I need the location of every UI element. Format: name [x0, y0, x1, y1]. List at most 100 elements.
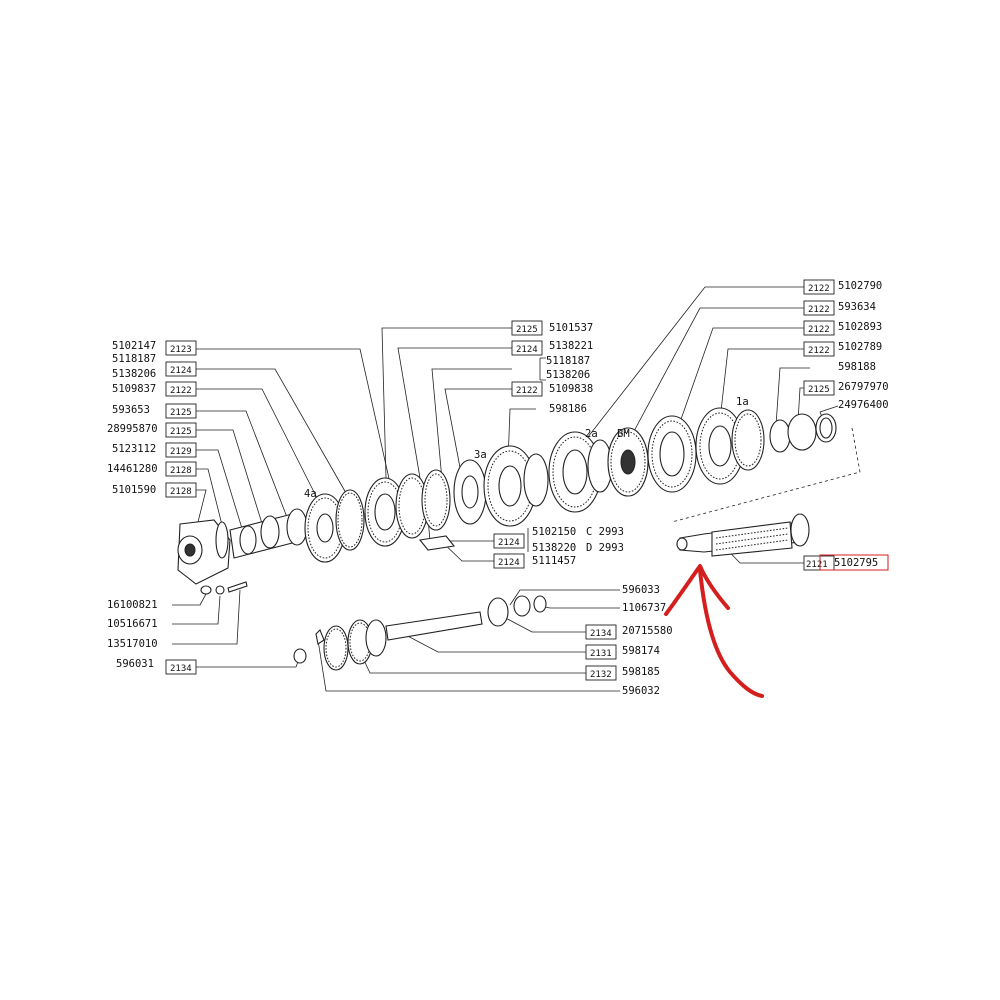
washer-small-part	[215, 585, 225, 595]
synchro-hub-34-part	[364, 469, 451, 547]
group-box: 2122	[803, 279, 835, 295]
group-box: 2128	[165, 482, 197, 498]
svg-text:2121: 2121	[806, 560, 828, 570]
group-box: 2131	[585, 644, 617, 660]
part-number: 28995870	[107, 423, 158, 435]
part-number: 5111457	[532, 555, 576, 567]
part-number: 5109837	[112, 383, 156, 395]
part-number: 598186	[549, 403, 587, 415]
gear-3rd-part	[453, 445, 549, 527]
gear-reverse-part	[607, 415, 697, 497]
top-right-callouts: 2122 5102790 2122 593634 2122 5102893 21…	[803, 279, 889, 411]
part-number: 5123112	[112, 443, 156, 455]
bearing-part-right	[787, 413, 817, 451]
part-number: 5138221	[549, 340, 593, 352]
gear-4th-part	[304, 489, 365, 563]
svg-text:2124: 2124	[516, 345, 538, 355]
bearing-race-part	[769, 419, 791, 453]
bottom-left-callouts: 16100821 10516671 13517010 596031 2134	[107, 599, 197, 675]
svg-text:2128: 2128	[170, 487, 192, 497]
nut-part	[200, 585, 212, 595]
output-shaft-part	[676, 513, 810, 557]
part-number: 16100821	[107, 599, 158, 611]
part-number: 596033	[622, 584, 660, 596]
svg-text:2128: 2128	[170, 466, 192, 476]
svg-text:2125: 2125	[170, 427, 192, 437]
version-code: D 2993	[586, 542, 624, 554]
gear-marks: 4a 3a 2a BM 1a	[304, 396, 749, 500]
group-box: 2132	[585, 665, 617, 681]
group-box: 2125	[803, 380, 835, 396]
part-number: 20715580	[622, 625, 673, 637]
gear-2nd-part	[548, 431, 613, 513]
spacer-part	[286, 508, 308, 546]
bottom-right-callouts: 596033 1106737 2134 20715580 2131 598174…	[585, 584, 673, 697]
part-number: 13517010	[107, 638, 158, 650]
part-number: 593653	[112, 404, 150, 416]
pin-part	[227, 581, 248, 593]
svg-text:2129: 2129	[170, 447, 192, 457]
part-number: 5102147	[112, 340, 156, 352]
red-arrow-icon	[664, 564, 764, 698]
part-number: 5102893	[838, 321, 882, 333]
bearing-part	[260, 515, 280, 549]
part-number: 593634	[838, 301, 876, 313]
group-box: 2129	[165, 442, 197, 458]
snap-ring-inner	[819, 417, 833, 439]
part-number: 5138220	[532, 542, 576, 554]
svg-text:2123: 2123	[170, 345, 192, 355]
svg-text:2125: 2125	[808, 385, 830, 395]
part-number: 5101590	[112, 484, 156, 496]
group-box: 2125	[165, 403, 197, 419]
part-number: 10516671	[107, 618, 158, 630]
part-number: 5118187	[112, 353, 156, 365]
part-number: 5102790	[838, 280, 882, 292]
group-box: 2134	[165, 659, 197, 675]
svg-text:2124: 2124	[498, 538, 520, 548]
svg-text:2124: 2124	[498, 558, 520, 568]
part-number: 14461280	[107, 463, 158, 475]
group-box: 2134	[585, 624, 617, 640]
svg-text:2122: 2122	[808, 346, 830, 356]
part-number: 5109838	[549, 383, 593, 395]
group-box: 2122	[165, 381, 197, 397]
group-box: 2123	[165, 340, 197, 356]
group-box: 2122	[803, 300, 835, 316]
part-number: 5138206	[112, 368, 156, 380]
group-box: 2124	[493, 533, 525, 549]
part-number: 598174	[622, 645, 660, 657]
group-box: 2125	[511, 320, 543, 336]
group-box: 2124	[511, 340, 543, 356]
part-number: 5102789	[838, 341, 882, 353]
svg-text:2122: 2122	[516, 386, 538, 396]
top-center-callouts: 2125 5101537 2124 5138221 5118187 513820…	[511, 320, 593, 415]
svg-text:2125: 2125	[516, 325, 538, 335]
gear-mark-3rd: 3a	[474, 449, 487, 461]
gear-mark-2nd: 2a	[585, 428, 598, 440]
gear-mark-1st: 1a	[736, 396, 749, 408]
gear-mark-4th: 4a	[304, 488, 317, 500]
group-box: 2122	[803, 341, 835, 357]
highlighted-part-number: 5102795	[834, 557, 878, 569]
svg-text:2125: 2125	[170, 408, 192, 418]
layshaft-part	[293, 595, 547, 671]
part-number: 1106737	[622, 602, 666, 614]
gear-1st-part	[695, 407, 765, 485]
version-code: C 2993	[586, 526, 624, 538]
group-box: 2124	[493, 553, 525, 569]
svg-text:2124: 2124	[170, 366, 192, 376]
part-number: 24976400	[838, 399, 889, 411]
synchro-key-part	[418, 535, 456, 551]
group-box: 2122	[511, 381, 543, 397]
svg-text:2122: 2122	[808, 325, 830, 335]
shaft-callout[interactable]: 2121 5102795	[803, 554, 889, 571]
part-number: 598188	[838, 361, 876, 373]
end-cover-part	[177, 519, 231, 585]
svg-text:2134: 2134	[170, 664, 192, 674]
part-number: 5118187	[546, 355, 590, 367]
part-number: 596031	[116, 658, 154, 670]
svg-text:2122: 2122	[170, 386, 192, 396]
group-box: 2124	[165, 361, 197, 377]
gear-mark-bm: BM	[617, 428, 630, 440]
svg-text:2131: 2131	[590, 649, 612, 659]
